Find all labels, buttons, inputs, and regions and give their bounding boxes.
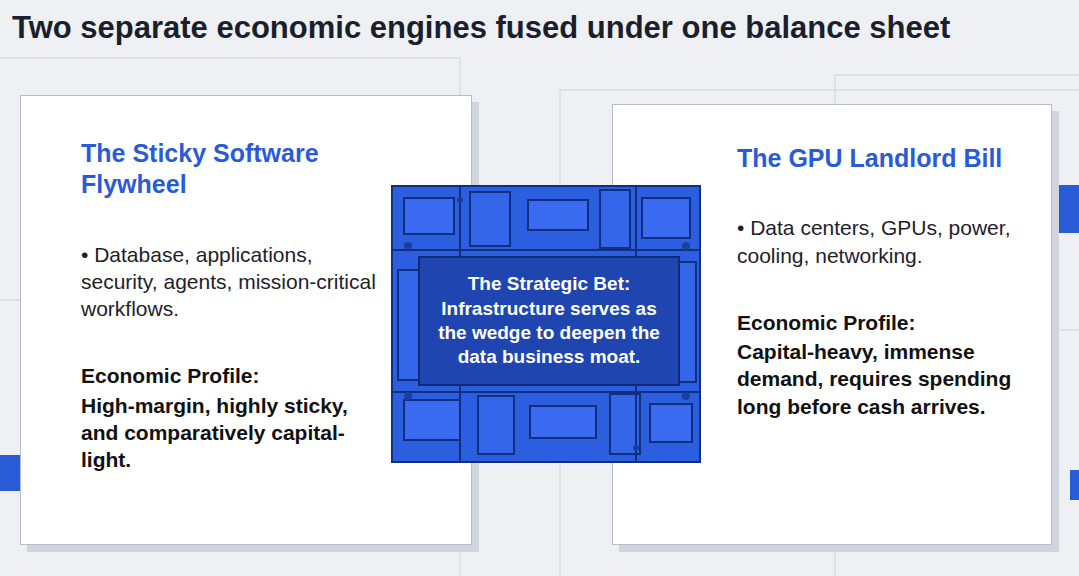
bullet-text: • Data centers, GPUs, power, cooling, ne… xyxy=(737,214,1037,269)
diagram-title: Two separate economic engines fused unde… xyxy=(12,10,950,46)
strategic-text: The Strategic Bet: Infrastructure serves… xyxy=(429,272,669,369)
profile-heading: Economic Profile: xyxy=(81,362,381,389)
software-card: The Sticky Software Flywheel • Database, … xyxy=(20,95,472,545)
card-heading: The GPU Landlord Bill xyxy=(737,143,1037,174)
bullet-text: • Database, applications, security, agen… xyxy=(81,241,381,323)
profile-text: Capital-heavy, immense demand, requires … xyxy=(737,338,1037,420)
strategic-bet-box: The Strategic Bet: Infrastructure serves… xyxy=(418,256,680,386)
card-heading: The Sticky Software Flywheel xyxy=(81,138,381,201)
profile-heading: Economic Profile: xyxy=(737,309,1037,336)
profile-text: High-margin, highly sticky, and comparat… xyxy=(81,392,381,474)
